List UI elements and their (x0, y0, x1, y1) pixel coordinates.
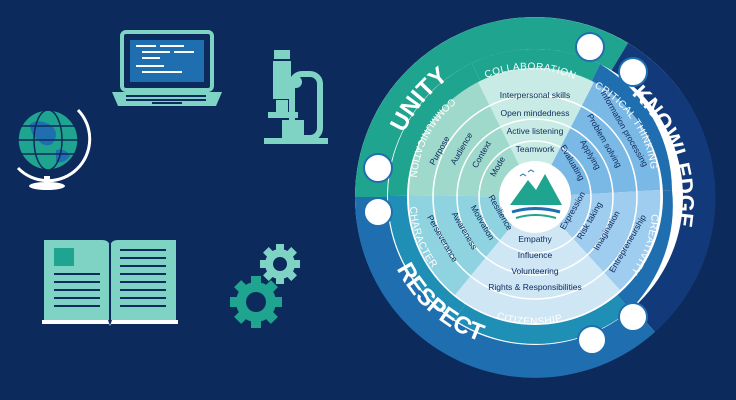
skill-item: Volunteering (511, 266, 559, 276)
gears-icon (230, 244, 300, 328)
skill-item: Interpersonal skills (500, 90, 570, 100)
microscope-icon (264, 50, 328, 144)
book-icon (42, 240, 178, 326)
values-wheel (354, 17, 716, 378)
laptop-icon (112, 30, 222, 106)
skill-item: Influence (518, 250, 553, 260)
skill-item: Active listening (507, 126, 564, 136)
mountain-logo-icon (510, 169, 562, 219)
skill-item: Teamwork (516, 144, 555, 154)
skill-item: Open mindedness (501, 108, 570, 118)
skill-item: Empathy (518, 234, 552, 244)
badge-icon (363, 32, 648, 355)
skill-item: Rights & Responsibilities (488, 282, 582, 292)
globe-icon (16, 108, 92, 190)
